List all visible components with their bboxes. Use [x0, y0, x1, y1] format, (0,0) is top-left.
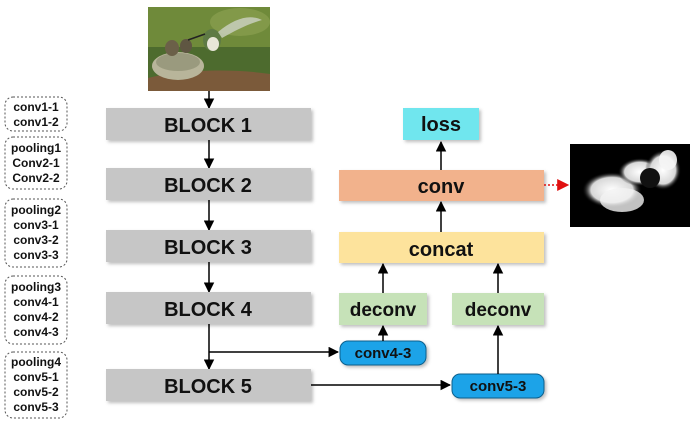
block-3: BLOCK 3 [106, 230, 311, 262]
concat-label: concat [409, 239, 474, 261]
layer-label: conv1-2 [13, 115, 59, 129]
block-4: BLOCK 4 [106, 292, 311, 324]
deconv-right-node: deconv [452, 293, 544, 325]
layer-label: Conv2-2 [12, 171, 60, 185]
layer-group-4: pooling3 conv4-1 conv4-2 conv4-3 [4, 275, 68, 345]
block-label: BLOCK 2 [164, 175, 252, 197]
layer-label: conv4-3 [13, 325, 59, 339]
block-2: BLOCK 2 [106, 168, 311, 200]
layer-label: Conv2-1 [12, 156, 60, 170]
layer-label: conv5-3 [13, 400, 59, 414]
layer-group-1: conv1-1 conv1-2 [4, 96, 68, 132]
loss-node: loss [403, 108, 479, 140]
conv-label: conv [418, 176, 466, 198]
layer-label: conv4-1 [13, 295, 59, 309]
layer-label: conv3-1 [13, 218, 59, 232]
layer-label: pooling4 [11, 355, 61, 369]
block-5: BLOCK 5 [106, 369, 311, 401]
block-label: BLOCK 5 [164, 376, 252, 398]
layer-label: conv3-3 [13, 248, 59, 262]
hummingbird-nest-photo [148, 7, 270, 91]
saliency-map-output [570, 144, 690, 227]
block-label: BLOCK 4 [164, 299, 253, 321]
block-label: BLOCK 1 [164, 115, 252, 137]
concat-node: concat [339, 232, 544, 263]
layer-label: conv5-1 [13, 370, 59, 384]
layer-label: conv1-1 [13, 100, 59, 114]
deconv-right-label: deconv [465, 300, 532, 321]
block-1: BLOCK 1 [106, 108, 311, 140]
layer-label: conv4-2 [13, 310, 59, 324]
conv-node: conv [339, 170, 544, 201]
layer-group-2: pooling1 Conv2-1 Conv2-2 [4, 136, 68, 190]
block-label: BLOCK 3 [164, 237, 252, 259]
conv4-3-label: conv4-3 [355, 345, 412, 362]
deconv-left-node: deconv [339, 293, 427, 325]
conv5-3-label: conv5-3 [470, 378, 527, 395]
layer-label: conv3-2 [13, 233, 59, 247]
layer-group-3: pooling2 conv3-1 conv3-2 conv3-3 [4, 198, 68, 268]
conv5-3-node: conv5-3 [451, 373, 545, 399]
layer-label: conv5-2 [13, 385, 59, 399]
loss-label: loss [421, 114, 461, 136]
layer-label: pooling3 [11, 280, 61, 294]
layer-label: pooling1 [11, 141, 61, 155]
layer-label: pooling2 [11, 203, 61, 217]
layer-group-5: pooling4 conv5-1 conv5-2 conv5-3 [4, 351, 68, 419]
deconv-left-label: deconv [350, 300, 417, 321]
conv4-3-node: conv4-3 [339, 340, 427, 366]
